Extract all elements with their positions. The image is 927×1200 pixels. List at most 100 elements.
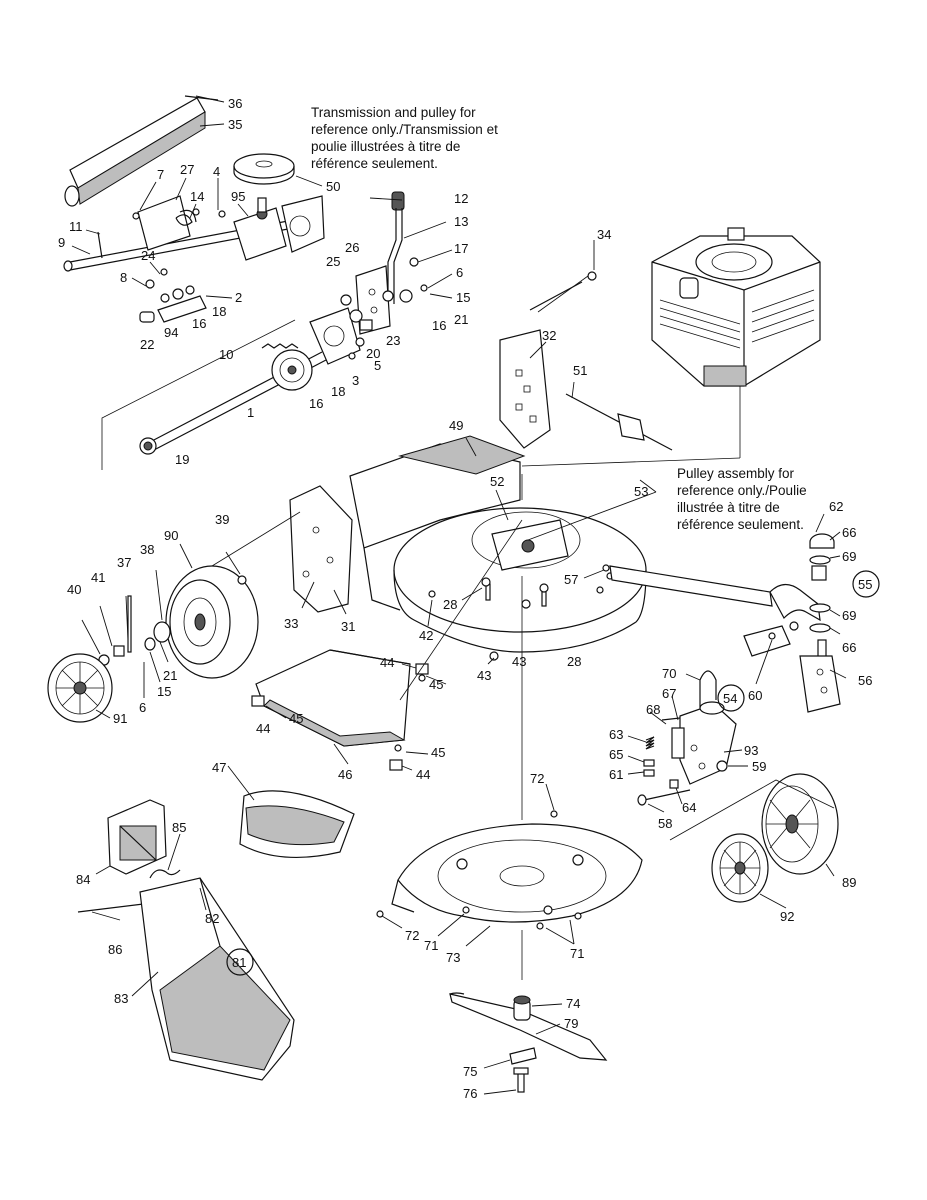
part-label: 79: [564, 1016, 578, 1031]
part-label: 4: [213, 164, 220, 179]
part-label: 72: [530, 771, 544, 786]
part-label: 28: [567, 654, 581, 669]
part-label: 10: [219, 347, 233, 362]
handle-bar-part: [64, 95, 219, 207]
part-label: 41: [91, 570, 105, 585]
part-label: 21: [454, 312, 468, 327]
part-label: 86: [108, 942, 122, 957]
front-pin-58-part: [637, 789, 691, 806]
front-axle-part: [609, 565, 821, 657]
transmission-note-line-2: reference only./Transmission et: [311, 122, 498, 137]
front-wheel-89-part: [669, 773, 839, 875]
part-label: 14: [190, 189, 204, 204]
part-label: 94: [164, 325, 178, 340]
part-label: 12: [454, 191, 468, 206]
part-label: 15: [157, 684, 171, 699]
part-label: 45: [429, 677, 443, 692]
pulley-note-line-3: illustrée à titre de: [677, 500, 780, 515]
part-label: 39: [215, 512, 229, 527]
part-label: 11: [69, 219, 83, 234]
part-label: 7: [157, 167, 164, 182]
part-label: 73: [446, 950, 460, 965]
pulley-note-line-2: reference only./Poulie: [677, 483, 807, 498]
lower-deck-hardware-part: [376, 810, 582, 930]
drive-shaft-part: [101, 319, 327, 470]
part-label: 42: [419, 628, 433, 643]
grass-bag-83-part: [139, 877, 295, 1081]
part-label: 76: [463, 1086, 477, 1101]
part-label: 60: [748, 688, 762, 703]
part-label: 23: [386, 333, 400, 348]
part-label: 17: [454, 241, 468, 256]
part-label: 15: [456, 290, 470, 305]
part-label: 82: [205, 911, 219, 926]
height-lever-part: [355, 191, 405, 335]
part-label: 35: [228, 117, 242, 132]
part-label: 66: [842, 525, 856, 540]
transmission-note-line-1: Transmission and pulley for: [311, 105, 476, 120]
wheel-bracket-56-part: [799, 639, 841, 713]
part-label: 91: [113, 711, 127, 726]
part-label: 53: [634, 484, 648, 499]
blade-79-part: [449, 992, 608, 1093]
part-label: 6: [456, 265, 463, 280]
side-plate-32-part: [499, 329, 551, 449]
part-label: 71: [424, 938, 438, 953]
throttle-cable-part: [529, 271, 673, 451]
part-label: 50: [326, 179, 340, 194]
part-label: 66: [842, 640, 856, 655]
part-label: 95: [231, 189, 245, 204]
part-label: 43: [477, 668, 491, 683]
side-plate-part: [139, 210, 226, 323]
front-hubcap-92-part: [711, 833, 769, 903]
part-label: 84: [76, 872, 90, 887]
part-label: 19: [175, 452, 189, 467]
rear-wheel-90-part: [165, 511, 301, 679]
part-label: 81: [232, 955, 246, 970]
part-label: 89: [842, 875, 856, 890]
part-label: 13: [454, 214, 468, 229]
part-label: 44: [416, 767, 430, 782]
part-label: 3: [352, 373, 359, 388]
part-label: 26: [345, 240, 359, 255]
part-label: 20: [366, 346, 380, 361]
part-label: 40: [67, 582, 81, 597]
part-label: 54: [723, 691, 737, 706]
part-label: 65: [609, 747, 623, 762]
front-bushing-stack-part: [809, 533, 835, 633]
part-label: 62: [829, 499, 843, 514]
part-label: 37: [117, 555, 131, 570]
part-label: 92: [780, 909, 794, 924]
hubcap-91-part: [47, 653, 113, 723]
transmission-note-line-3: poulie illustrées à titre de: [311, 139, 460, 154]
part-label: 69: [842, 549, 856, 564]
adjuster-spring-part: [643, 717, 681, 777]
part-label: 8: [120, 270, 127, 285]
part-label: 45: [431, 745, 445, 760]
part-label: 43: [512, 654, 526, 669]
part-label: 38: [140, 542, 154, 557]
lever-hardware-part: [340, 257, 428, 331]
part-label: 2: [235, 290, 242, 305]
bag-frame-84-part: [107, 799, 167, 875]
part-label: 58: [658, 816, 672, 831]
mulch-plug-47-part: [239, 790, 355, 859]
part-label: 16: [309, 396, 323, 411]
leader-lines: [71, 95, 847, 1095]
part-label: 25: [326, 254, 340, 269]
chute-hardware-part: [251, 663, 429, 771]
part-label: 85: [172, 820, 186, 835]
part-label: 27: [180, 162, 194, 177]
part-label: 36: [228, 96, 242, 111]
part-label: 75: [463, 1064, 477, 1079]
part-label: 34: [597, 227, 611, 242]
pulley-note-line-4: référence seulement.: [677, 517, 804, 532]
part-label: 1: [247, 405, 254, 420]
part-label: 22: [140, 337, 154, 352]
part-label: 63: [609, 727, 623, 742]
part-label: 64: [682, 800, 696, 815]
sprocket-part: [261, 343, 313, 391]
height-adjuster-93-part: [669, 670, 737, 789]
part-label: 49: [449, 418, 463, 433]
part-label: 61: [609, 767, 623, 782]
